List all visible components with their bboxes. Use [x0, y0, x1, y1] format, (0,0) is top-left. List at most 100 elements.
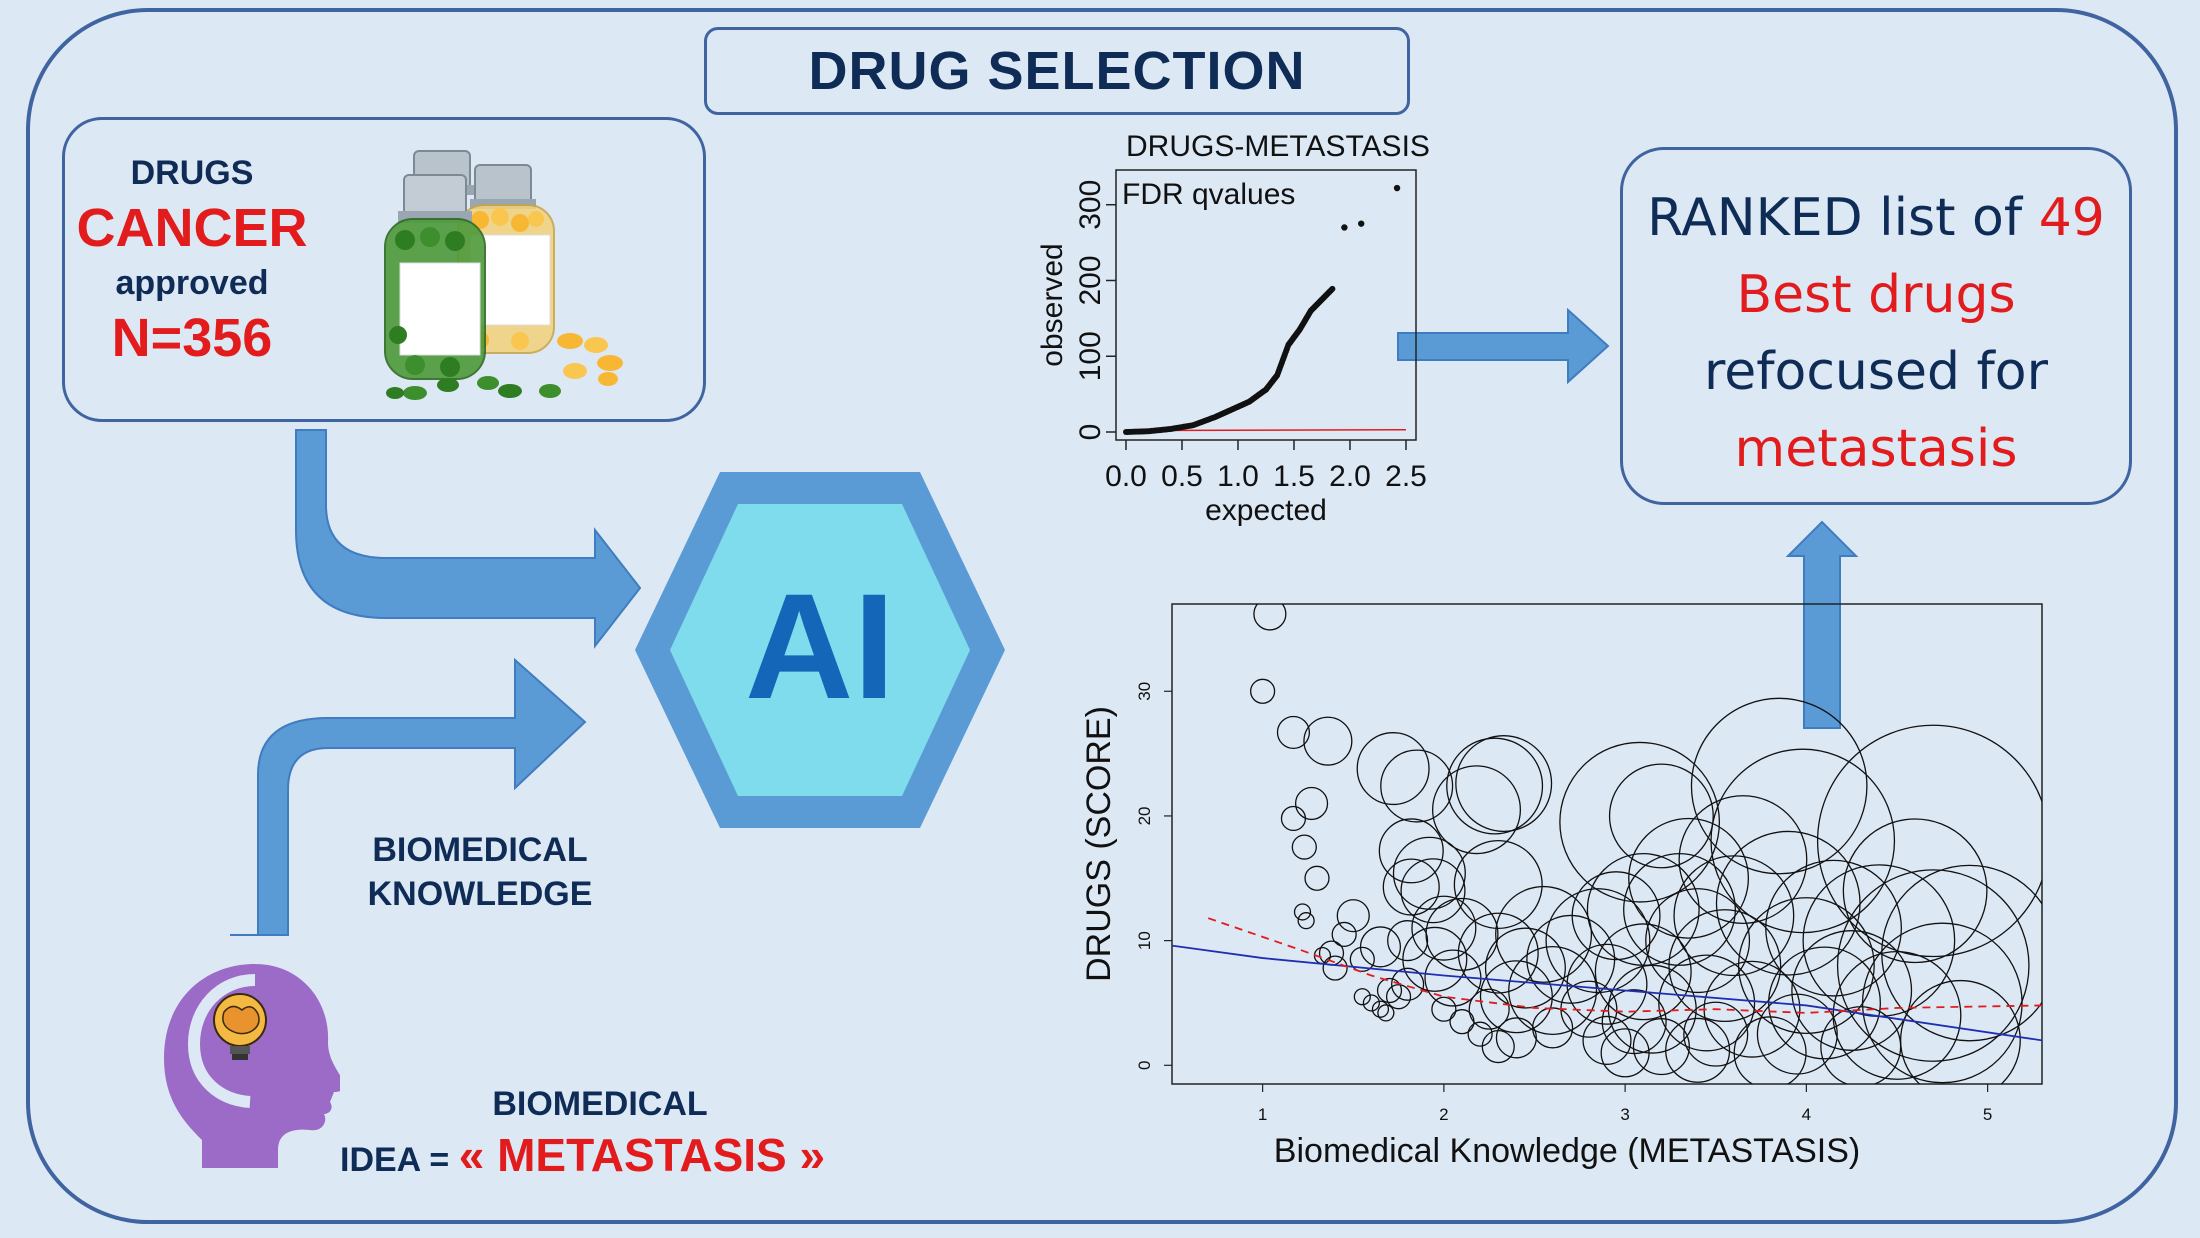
bubble-data-point — [1431, 996, 1457, 1022]
bubble-data-point — [1628, 817, 1750, 939]
knowledge-line1: BIOMEDICAL — [372, 831, 588, 869]
bubble-data-point — [1359, 926, 1402, 968]
bubble-data-point — [1297, 912, 1315, 930]
bubble-y-tick-label: 30 — [1135, 682, 1154, 701]
bubble-data-point — [1899, 979, 2021, 1084]
bubble-data-point — [1293, 903, 1312, 921]
ai-label: AI — [745, 562, 895, 730]
bubble-data-point — [1737, 897, 1875, 1034]
qq-x-tick-label: 1.0 — [1217, 460, 1259, 493]
bubble-data-point — [1467, 1021, 1493, 1047]
bubble-data-point — [1387, 920, 1429, 962]
bubble-data-point — [1294, 786, 1329, 821]
qq-x-tick-label: 1.5 — [1273, 460, 1315, 493]
page-title: DRUG SELECTION — [808, 41, 1306, 101]
bubble-data-point — [1607, 964, 1697, 1054]
bubble-data-point — [1280, 805, 1307, 832]
bubble-data-point — [1566, 943, 1648, 1025]
bubble-data-point — [1455, 735, 1553, 833]
qq-x-tick-label: 2.0 — [1329, 460, 1371, 493]
bubble-data-point — [1532, 1007, 1574, 1049]
pill-bottles-icon — [384, 150, 623, 400]
qq-title: DRUGS-METASTASIS — [1126, 130, 1430, 163]
head-lightbulb-brain-icon — [164, 964, 340, 1168]
bubble-data-point — [1391, 967, 1425, 1001]
bubble-data-point — [1304, 865, 1330, 891]
idea-value: « METASTASIS » — [458, 1129, 826, 1181]
bubble-data-point — [1756, 993, 1838, 1075]
bubble-data-point — [1457, 912, 1539, 994]
qq-data-point — [1341, 224, 1348, 231]
bubble-data-point — [1594, 923, 1692, 1021]
qq-data-point — [1358, 220, 1365, 227]
bubble-data-point — [1816, 724, 2042, 958]
bubble-data-point — [1322, 955, 1348, 981]
qq-y-tick-label: 100 — [1074, 331, 1107, 381]
bubble-x-tick-label: 4 — [1802, 1105, 1811, 1124]
cancer-label: CANCER — [76, 198, 308, 258]
bubble-y-tick-label: 0 — [1135, 1061, 1154, 1070]
bubble-data-point — [1668, 909, 1782, 1023]
bubble-data-point — [1356, 732, 1430, 806]
idea-prefix: IDEA = — [340, 1141, 459, 1179]
bubble-data-point — [1331, 921, 1357, 948]
bubble-x-axis-label: Biomedical Knowledge (METASTASIS) — [1274, 1132, 1860, 1170]
ranked-line3: refocused for — [1703, 342, 2049, 402]
qq-data-point — [1393, 184, 1401, 192]
bubble-x-tick-label: 3 — [1620, 1105, 1629, 1124]
knowledge-label: BIOMEDICAL KNOWLEDGE — [350, 828, 610, 916]
qq-y-axis-label: observed — [1036, 243, 1069, 366]
ranked-panel-text: RANKED list of 49 Best drugs refocused f… — [1620, 180, 2132, 488]
bubble-data-point — [1479, 960, 1553, 1034]
approved-label: approved — [115, 264, 269, 302]
qq-plot-frame — [1115, 169, 1417, 441]
bubble-data-point — [1431, 765, 1522, 855]
bubble-x-tick-label: 5 — [1983, 1105, 1992, 1124]
bubble-data-point — [1559, 741, 1721, 903]
idea-line2: IDEA = « METASTASIS » — [340, 1128, 825, 1182]
bubble-data-point — [1377, 1004, 1395, 1022]
dashed-trend-line — [1207, 917, 2042, 1014]
bubble-points-group — [1172, 604, 2042, 1084]
bubble-data-point — [1665, 1017, 1731, 1083]
bubble-data-point — [1526, 914, 1616, 1004]
ranked-panel — [1620, 147, 2132, 505]
idea-line1: BIOMEDICAL — [492, 1085, 708, 1123]
bubble-data-point — [1683, 1001, 1749, 1067]
bubble-data-point — [1253, 604, 1287, 631]
bubble-data-point — [1678, 795, 1808, 925]
bubble-to-ranked-arrow — [1785, 520, 1859, 729]
bubble-data-point — [1385, 984, 1412, 1010]
drugs-panel-text: DRUGS CANCER approved N=356 — [62, 150, 322, 370]
bubble-data-point — [1411, 895, 1477, 961]
bubble-data-point — [1765, 859, 1903, 997]
drugs-label: DRUGS — [130, 154, 254, 192]
bubble-data-point — [1571, 871, 1661, 961]
bubble-data-point — [1291, 834, 1317, 860]
bubble-data-point — [1276, 715, 1311, 750]
bubble-y-axis-label: DRUGS (SCORE) — [1080, 706, 1118, 982]
bubble-data-point — [1842, 818, 1988, 964]
bubble-data-point — [1495, 1017, 1537, 1059]
bubble-plot-frame — [1171, 603, 2043, 1085]
title-box: DRUG SELECTION — [704, 27, 1410, 115]
bubble-data-point — [1449, 1009, 1475, 1035]
bubble-data-point — [1861, 922, 2023, 1084]
bubble-data-point — [1586, 852, 1700, 966]
bubble-data-point — [1400, 858, 1466, 924]
bubble-data-point — [1881, 864, 2042, 1042]
qq-x-tick-label: 2.5 — [1385, 460, 1427, 493]
qq-y-tick-label: 200 — [1074, 255, 1107, 305]
bubble-data-point — [1371, 1000, 1390, 1018]
bubble-data-point — [1446, 737, 1544, 835]
ranked-prefix: RANKED list of — [1647, 188, 2039, 248]
qq-x-axis-label: expected — [1205, 494, 1327, 527]
ai-hexagon: AI — [635, 472, 1005, 828]
bubble-data-point — [1836, 869, 2030, 1062]
bubble-data-point — [1250, 678, 1276, 704]
qq-x-tick-label: 0.0 — [1105, 460, 1147, 493]
bubble-data-point — [1632, 1018, 1690, 1076]
